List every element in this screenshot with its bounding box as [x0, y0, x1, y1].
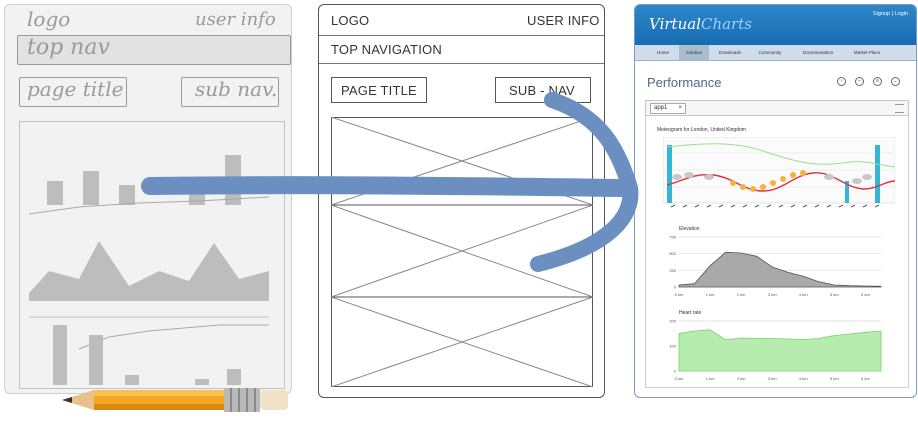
- x-tick-label: 3 km: [768, 376, 777, 381]
- tab-bar: app1 ×: [645, 100, 909, 116]
- arrow-icon: [141, 92, 639, 272]
- x-tick-label: 1 km: [706, 376, 715, 381]
- y-tick-label: 0: [674, 369, 677, 374]
- nav-home[interactable]: Home: [656, 50, 669, 55]
- sketch-page-title-box: [19, 77, 127, 107]
- app-header: VirtualCharts Signup | Login: [635, 5, 916, 45]
- y-tick-label: 500: [669, 251, 676, 256]
- x-tick-label: 5 km: [830, 292, 839, 297]
- sketch-page-title: page title: [27, 77, 124, 101]
- elevation-chart: 0 250 500 750 0 km 1 km 2 km 3 km 4 km 5 km 6 km: [669, 235, 882, 297]
- y-tick-label: 750: [669, 235, 676, 240]
- heart-rate-chart: 0 100 200 0 km 1 km 2 km 3 km 4 km 5 km 6 km: [669, 319, 882, 381]
- nav-solution[interactable]: Solution: [679, 45, 709, 60]
- sketch-bar: [83, 171, 99, 205]
- wireframe-page-title: PAGE TITLE: [341, 83, 417, 98]
- signup-login-link[interactable]: Signup | Login: [872, 11, 908, 17]
- sketch-bar: [119, 185, 135, 205]
- sketch-top-nav: top nav: [27, 35, 110, 60]
- nav-community[interactable]: Community: [758, 50, 782, 55]
- divider: [319, 35, 604, 36]
- meteogram-title: Meteogram for London, United Kingdom: [657, 127, 746, 133]
- app-top-nav: Home Solution Downloads Community Docume…: [635, 45, 916, 61]
- brand-logo: VirtualCharts: [649, 15, 752, 33]
- nav-market-place[interactable]: Market Place: [853, 50, 881, 55]
- sketch-bar: [125, 375, 139, 385]
- x-tick-label: 6 km: [861, 376, 870, 381]
- close-icon[interactable]: ×: [678, 105, 682, 111]
- minus-icon[interactable]: −: [855, 77, 864, 86]
- y-tick-label: 200: [669, 319, 676, 324]
- x-tick-label: 6 km: [861, 292, 870, 297]
- sketch-panel: logo user info top nav page title sub na…: [4, 4, 292, 394]
- pencil-icon: [62, 388, 288, 412]
- final-ui-panel: VirtualCharts Signup | Login Home Soluti…: [634, 4, 917, 398]
- heart-rate-title: Heart rate: [679, 310, 702, 316]
- sketch-bar: [227, 369, 241, 385]
- wireframe-sub-nav-box: [495, 77, 591, 103]
- wireframe-logo: LOGO: [331, 13, 370, 28]
- y-tick-label: 250: [669, 268, 676, 273]
- x-tick-label: 2 km: [737, 292, 746, 297]
- chevron-down-icon[interactable]: ⌄: [891, 77, 900, 86]
- prev-icon[interactable]: ‹: [837, 77, 846, 86]
- wireframe-page-title-box: [331, 77, 427, 103]
- area-series: [678, 251, 882, 288]
- x-tick-label: 0 km: [675, 376, 684, 381]
- grid-icon[interactable]: ≡: [873, 77, 882, 86]
- page-title: Performance: [647, 75, 722, 90]
- x-tick-label: 5 km: [830, 376, 839, 381]
- x-tick-label: 0 km: [675, 292, 684, 297]
- meteogram-chart: [663, 137, 895, 208]
- sketch-bar: [195, 379, 209, 385]
- x-tick-label: 3 km: [768, 292, 777, 297]
- area-series: [678, 329, 882, 372]
- x-tick-label: 4 km: [799, 376, 808, 381]
- wireframe-top-nav: TOP NAVIGATION: [331, 42, 442, 57]
- x-tick-label: 4 km: [799, 292, 808, 297]
- x-tick-label: 2 km: [737, 376, 746, 381]
- y-tick-label: 100: [669, 344, 676, 349]
- nav-documentation[interactable]: Documentation: [802, 50, 834, 55]
- y-tick-label: 0: [674, 285, 677, 290]
- tab-app1[interactable]: app1 ×: [650, 103, 686, 114]
- menu-icon[interactable]: [895, 104, 904, 113]
- sketch-chart-area: [19, 121, 285, 389]
- sketch-logo: logo: [27, 7, 71, 31]
- sketch-top-nav-bar: [17, 35, 291, 65]
- wireframe-panel: LOGO USER INFO TOP NAVIGATION PAGE TITLE…: [318, 4, 605, 398]
- sketch-sub-nav-box: [181, 77, 279, 107]
- x-tick-label: 1 km: [706, 292, 715, 297]
- wireframe-user-info: USER INFO: [527, 13, 600, 28]
- sketch-bar: [53, 325, 67, 385]
- sketch-bar: [89, 335, 103, 385]
- sketch-sub-nav: sub nav.: [195, 77, 278, 101]
- sketch-user-info: user info: [195, 9, 276, 30]
- sketch-bar: [47, 181, 63, 205]
- nav-downloads[interactable]: Downloads: [718, 50, 742, 55]
- elevation-title: Elevation: [679, 226, 700, 232]
- divider: [319, 63, 604, 64]
